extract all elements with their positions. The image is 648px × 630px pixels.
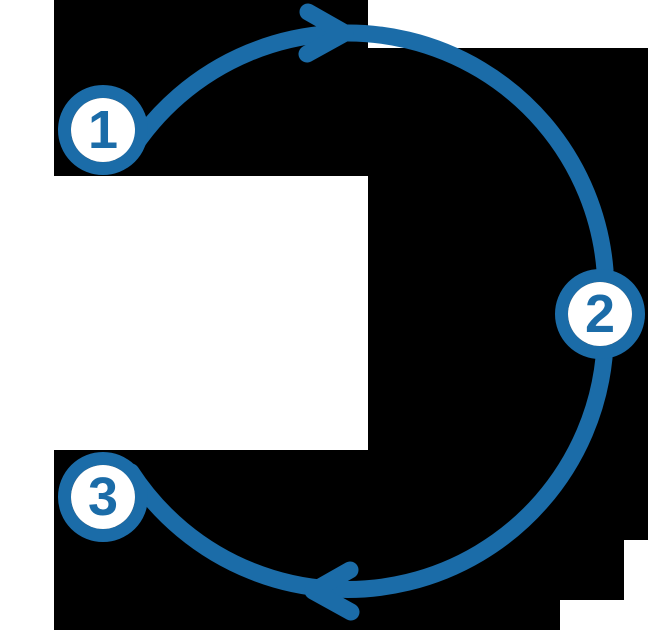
step-badge-2[interactable]: 2 <box>555 269 645 359</box>
step-badge-2-ring <box>555 269 645 359</box>
step-badge-2-label: 2 <box>585 284 615 344</box>
step-badge-1-ring <box>58 85 148 175</box>
cycle-arc-lower <box>122 349 613 598</box>
mask-region-bottom-strip <box>560 600 648 630</box>
cycle-arc-group <box>119 24 614 598</box>
step-badge-1-label: 1 <box>88 100 118 160</box>
step-badge-3-label: 3 <box>88 467 118 527</box>
step-badge-3-ring <box>58 452 148 542</box>
cycle-arc-upper <box>119 24 614 279</box>
mask-region-center-panel <box>0 176 368 450</box>
step-badge-1[interactable]: 1 <box>58 85 148 175</box>
arrowhead-bottom-icon <box>304 561 360 621</box>
arrowhead-group <box>298 3 360 621</box>
step-badge-1-face <box>71 98 135 162</box>
step-badge-3-face <box>71 465 135 529</box>
step-badge-2-face <box>568 282 632 346</box>
arrowhead-top-icon <box>298 3 354 63</box>
step-badge-3[interactable]: 3 <box>58 452 148 542</box>
